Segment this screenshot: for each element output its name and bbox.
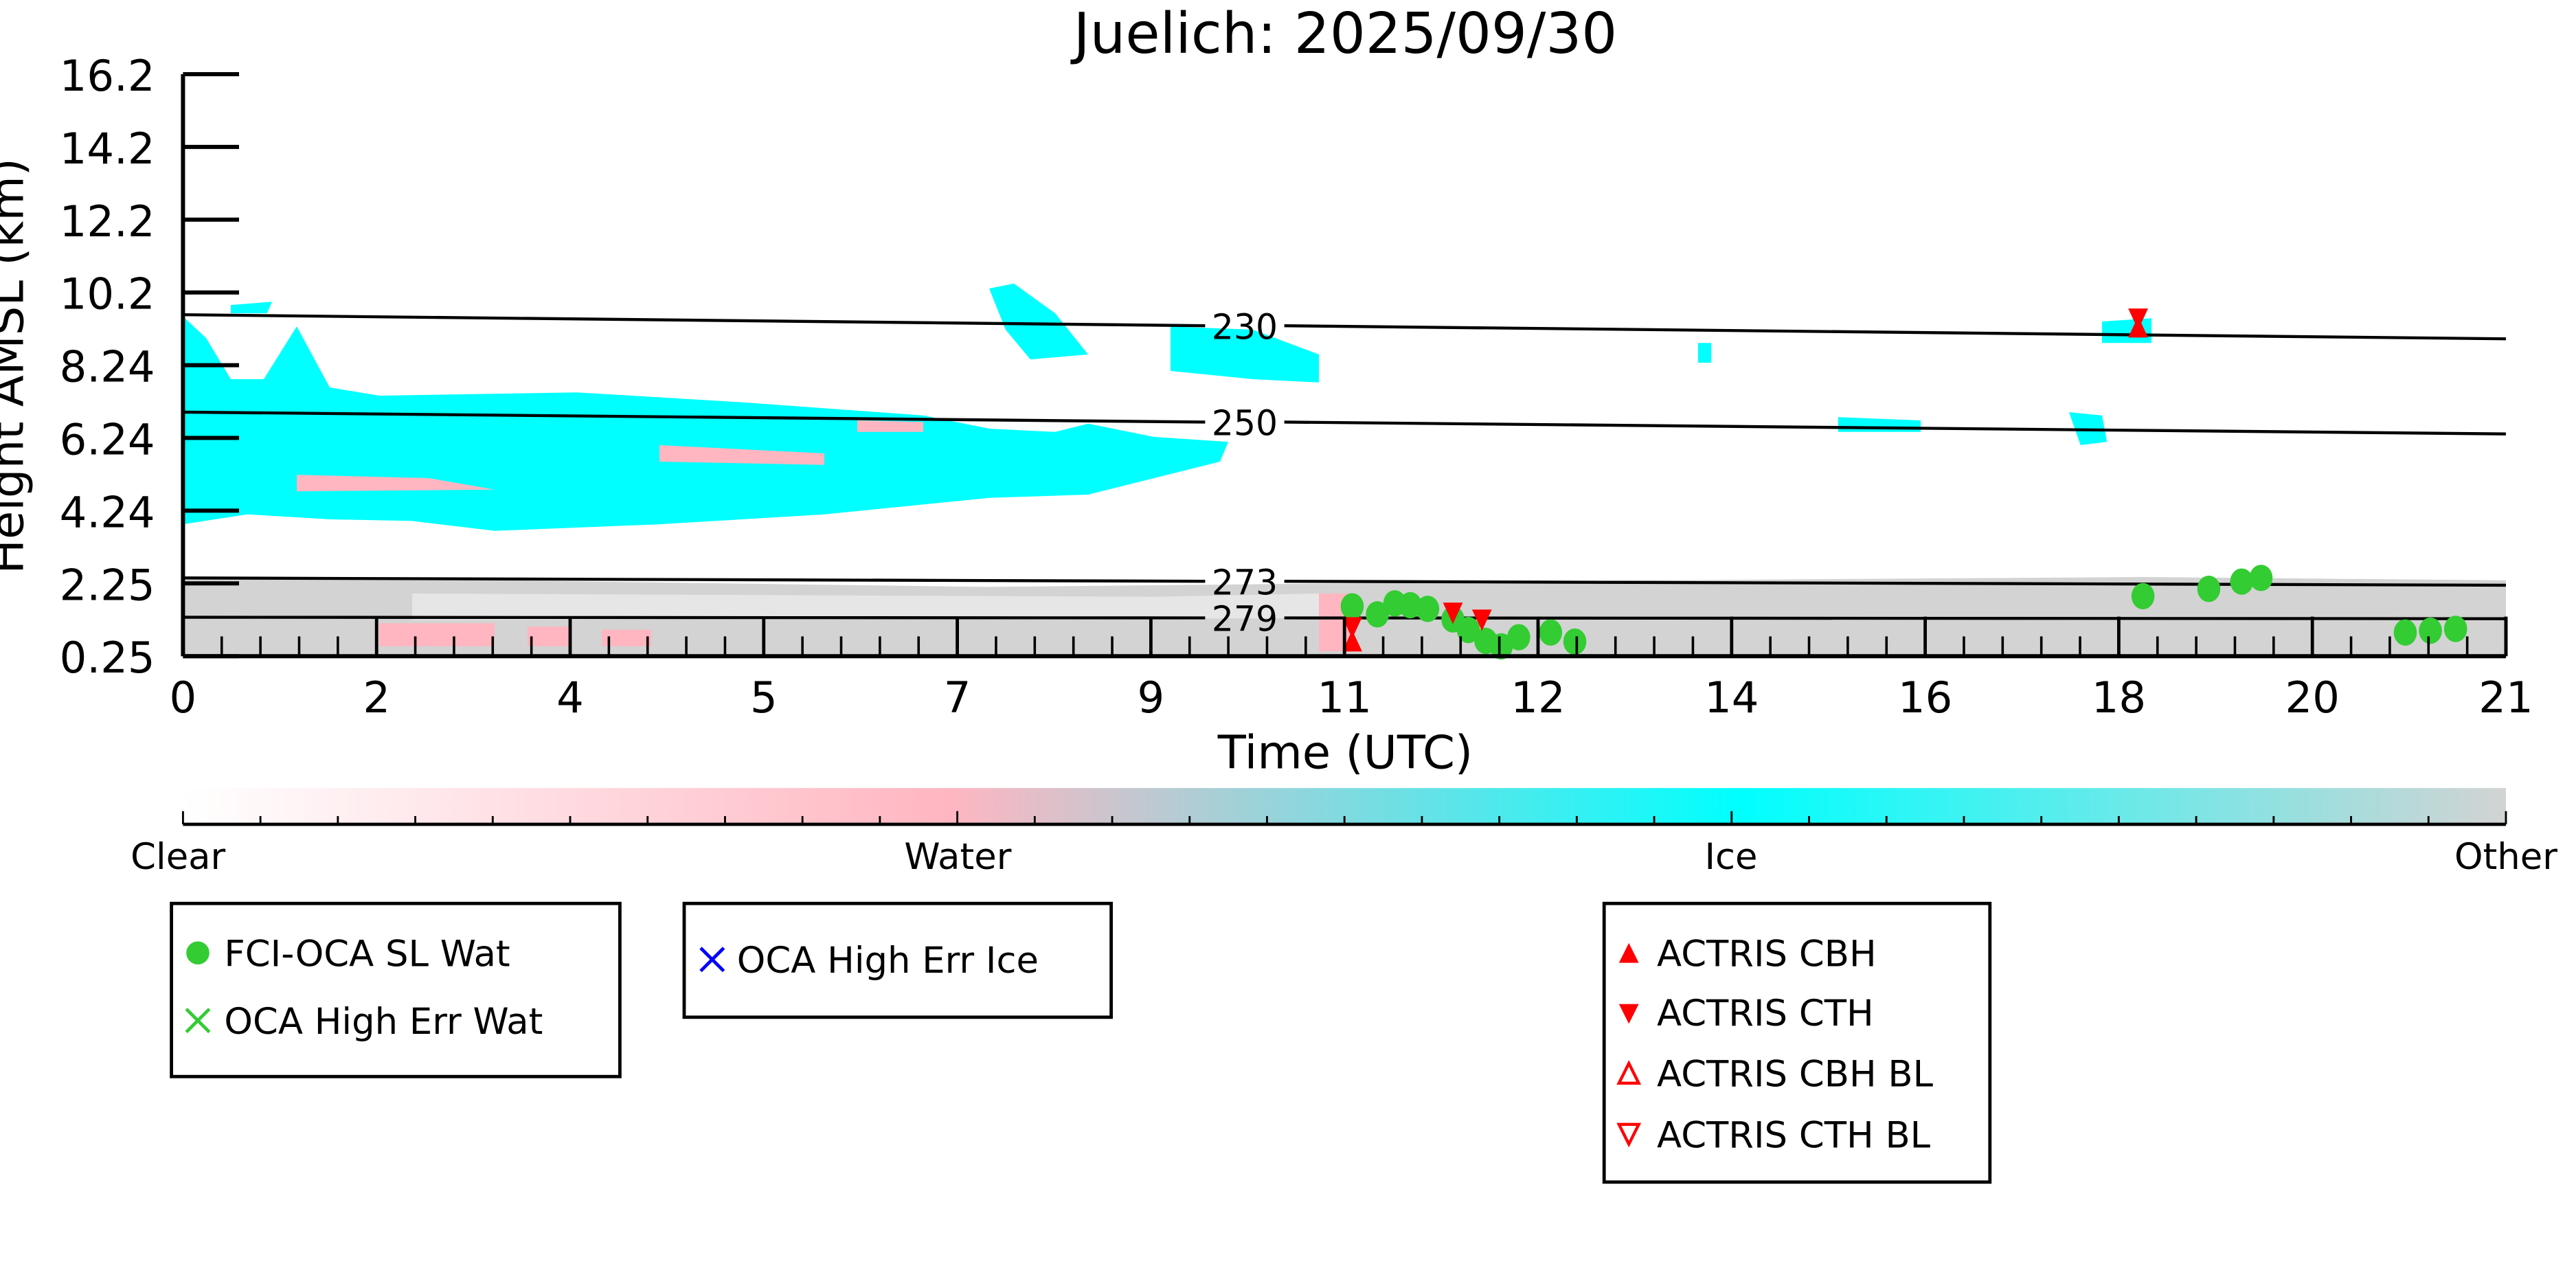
marker-circle (1416, 596, 1440, 622)
legend-x-icon (699, 947, 725, 973)
marker-circle (1539, 619, 1563, 646)
legend-water: FCI-OCA SL Wat OCA High Err Wat (170, 901, 622, 1078)
marker-triangle-down (2128, 308, 2148, 330)
marker-circle (2197, 576, 2221, 602)
marker-circle (2131, 583, 2155, 610)
x-tick-label: 2 (363, 673, 390, 723)
marker-circle (1399, 591, 1422, 619)
marker-circle (2393, 619, 2417, 646)
contour-line-230 (183, 313, 2507, 341)
contour-line-250 (183, 410, 2507, 436)
legend-ice: OCA High Err Ice (682, 901, 1113, 1019)
x-tick-label: 12 (1511, 673, 1565, 723)
y-tick-label: 2.25 (60, 560, 155, 610)
legend-label: ACTRIS CTH BL (1657, 1114, 1931, 1156)
marker-triangle-down (1443, 602, 1463, 624)
legend-actris: ACTRIS CBH ACTRIS CTH ACTRIS CBH BL ACTR… (1602, 901, 1992, 1184)
colorbar-label-ice: Ice (1704, 836, 1757, 878)
legend-label: ACTRIS CTH (1657, 993, 1874, 1035)
x-tick-label: 14 (1704, 673, 1759, 723)
x-tick-label: 11 (1318, 673, 1372, 723)
contour-line-273 (183, 576, 2507, 587)
colorbar-label-other: Other (2454, 836, 2557, 878)
contour-label: 273 (1212, 562, 1278, 602)
x-axis-label: Time (UTC) (1217, 725, 1473, 779)
colorbar: Clear Water Ice Other (131, 788, 2557, 878)
x-tick-label: 4 (556, 673, 584, 723)
marker-triangle-down (1342, 617, 1362, 639)
marker-circle (2230, 568, 2254, 595)
legend-circle-icon (186, 941, 210, 964)
x-tick-label: 20 (2285, 673, 2340, 723)
marker-triangle-up (1342, 630, 1362, 652)
marker-circle (2443, 615, 2467, 642)
y-tick-label: 10.2 (60, 269, 155, 319)
x-tick-label: 5 (750, 673, 778, 723)
legend-triangle-down-icon (1618, 1004, 1639, 1024)
x-tick-label: 9 (1138, 673, 1165, 723)
colorbar-label-clear: Clear (131, 836, 225, 878)
retrieval-markers (1340, 308, 2467, 660)
marker-circle (1507, 624, 1530, 651)
y-ticks: 0.25 2.25 4.24 6.24 8.24 10.2 12.2 14.2 16.2 (60, 51, 239, 683)
low-water-patches (379, 594, 1352, 651)
y-tick-label: 12.2 (60, 196, 155, 247)
legend-triangle-up-open-icon (1616, 1060, 1642, 1085)
marker-circle (2249, 565, 2273, 591)
x-tick-label: 18 (2092, 673, 2146, 723)
contour-label: 230 (1212, 306, 1278, 347)
colorbar-label-water: Water (904, 836, 1011, 878)
legend-label: OCA High Err Wat (224, 1001, 543, 1043)
ice-water-streaks (297, 420, 923, 492)
legend-label: ACTRIS CBH BL (1657, 1054, 1934, 1096)
legend-label: ACTRIS CBH (1657, 933, 1877, 975)
marker-circle (1489, 633, 1513, 660)
ice-upper-patches (231, 283, 2151, 445)
low-other-light (412, 594, 1319, 620)
ice-main-layer (183, 316, 1228, 531)
contour-label: 250 (1212, 403, 1278, 444)
legend-x-icon (185, 1008, 211, 1034)
chart-title: Juelich: 2025/09/30 (1070, 1, 1618, 67)
contour-label: 279 (1212, 599, 1278, 640)
marker-circle (1456, 616, 1480, 644)
y-tick-label: 8.24 (60, 342, 155, 392)
y-tick-label: 4.24 (60, 487, 155, 537)
marker-circle (1366, 601, 1389, 628)
legend-triangle-up-icon (1618, 942, 1639, 963)
legend-triangle-down-open-icon (1616, 1122, 1642, 1148)
x-tick-label: 21 (2478, 673, 2533, 723)
x-tick-label: 16 (1898, 673, 1952, 723)
x-tick-label: 7 (944, 673, 971, 723)
x-ticks: 0 2 4 5 7 9 11 12 14 16 18 20 21 (170, 616, 2533, 723)
y-tick-label: 0.25 (60, 633, 155, 683)
y-axis-label: Height AMSL (km) (0, 158, 34, 574)
marker-circle (2419, 617, 2442, 644)
y-tick-label: 16.2 (60, 51, 155, 101)
marker-triangle-down (1471, 609, 1492, 631)
marker-circle (1563, 628, 1587, 655)
contour-line-279 (183, 615, 2507, 620)
x-tick-label: 0 (170, 673, 197, 723)
y-tick-label: 14.2 (60, 124, 155, 174)
y-tick-label: 6.24 (60, 415, 155, 465)
marker-circle (1340, 593, 1364, 620)
colorbar-ticks (181, 811, 2507, 824)
legend-label: OCA High Err Ice (737, 940, 1039, 982)
legend-label: FCI-OCA SL Wat (224, 933, 510, 975)
